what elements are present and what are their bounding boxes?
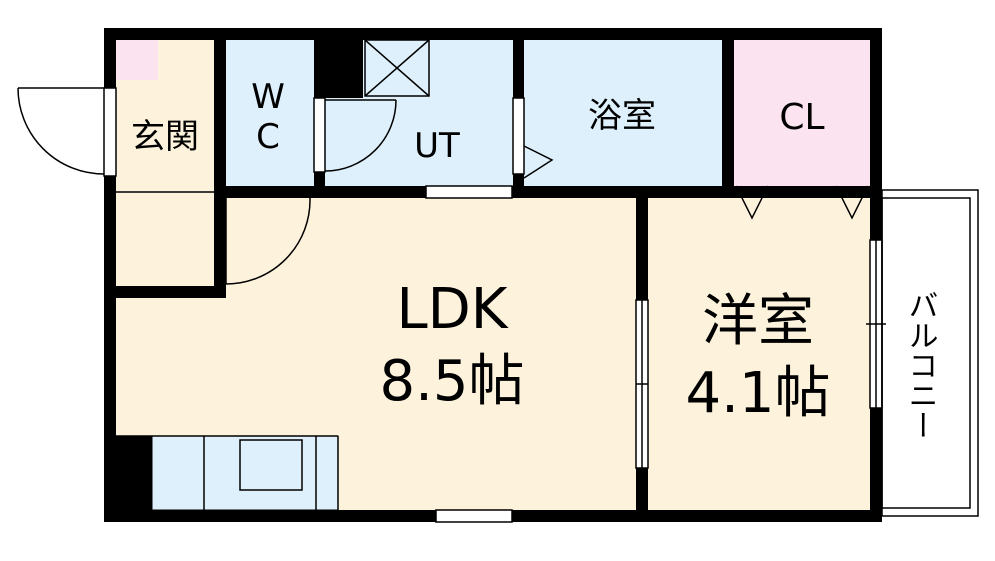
vent-box	[364, 39, 430, 97]
shoe-box	[116, 40, 158, 80]
ldk-size-label: 8.5帖	[379, 349, 524, 414]
bath-floor	[524, 40, 722, 186]
genkan-label: 玄関	[131, 117, 199, 157]
western-floor	[648, 198, 870, 510]
closet-label: CL	[779, 97, 824, 138]
ldk-name-label: LDK	[396, 277, 508, 342]
closet-floor	[734, 40, 870, 186]
interior-walls	[116, 40, 882, 522]
western-size-label: 4.1帖	[685, 361, 830, 426]
thin-lines	[116, 191, 339, 510]
ut-label: UT	[414, 126, 460, 166]
balcony-label: バルコニー	[903, 290, 938, 440]
western-name-label: 洋室	[702, 289, 814, 354]
doors	[17, 87, 869, 285]
wc-floor	[226, 40, 314, 186]
bath-label: 浴室	[588, 96, 656, 136]
wc-label-c: C	[256, 117, 280, 157]
wc-label-w: W	[251, 77, 285, 117]
kitchen-counter	[151, 435, 339, 511]
balcony-inner	[881, 197, 971, 509]
